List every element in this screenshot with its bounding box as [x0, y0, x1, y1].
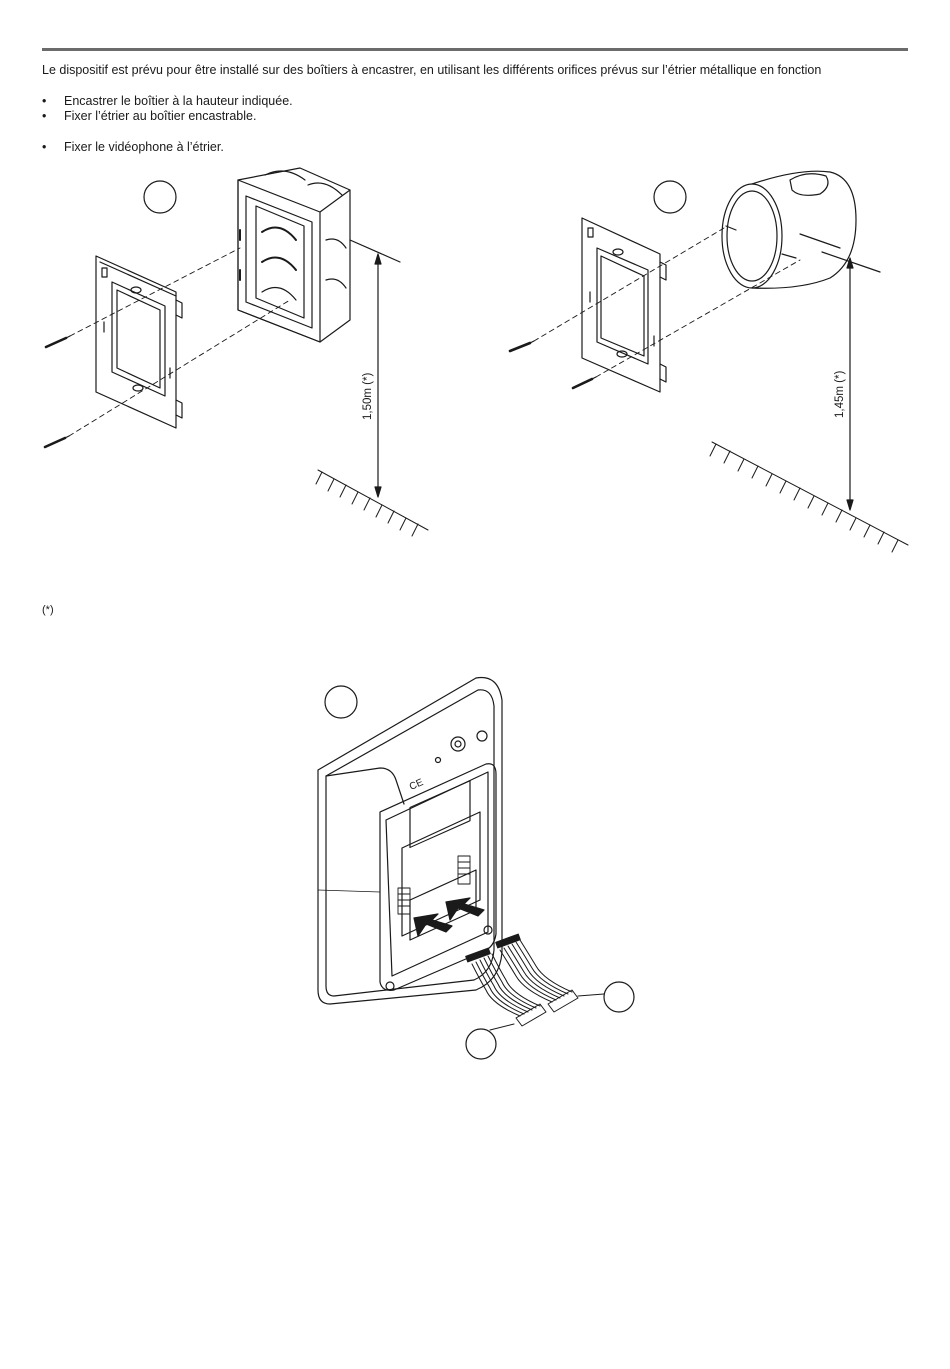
ribbon-cable [496, 934, 578, 1012]
screw [45, 436, 69, 447]
alignment-lines [534, 228, 800, 377]
callout-circle [144, 181, 176, 213]
callout-circle [325, 686, 357, 718]
height-dimension: 1,45m (*) [822, 252, 880, 510]
screw [573, 377, 596, 388]
mounting-bracket [96, 256, 182, 428]
height-dimension: 1,50m (*) [350, 240, 400, 497]
figure-round-box: 1,45m (*) [510, 171, 908, 552]
height-label: 1,50m (*) [362, 373, 374, 420]
figure-videophone: CE [318, 677, 634, 1059]
floor-line [316, 470, 428, 536]
callout-circle [466, 1029, 496, 1059]
terminal-block [458, 856, 470, 884]
figure-rectangular-box: 1,50m (*) [45, 168, 428, 536]
round-flush-box [722, 171, 856, 288]
terminal-block [398, 888, 410, 914]
screw [46, 336, 70, 347]
callout-circle [604, 982, 634, 1012]
callout-circle [654, 181, 686, 213]
flush-box [238, 168, 350, 342]
screw [510, 341, 534, 351]
floor-line [710, 442, 908, 552]
mounting-bracket [582, 218, 666, 392]
ce-mark: CE [408, 777, 425, 793]
height-label: 1,45m (*) [834, 371, 846, 418]
insert-arrow [414, 898, 484, 936]
